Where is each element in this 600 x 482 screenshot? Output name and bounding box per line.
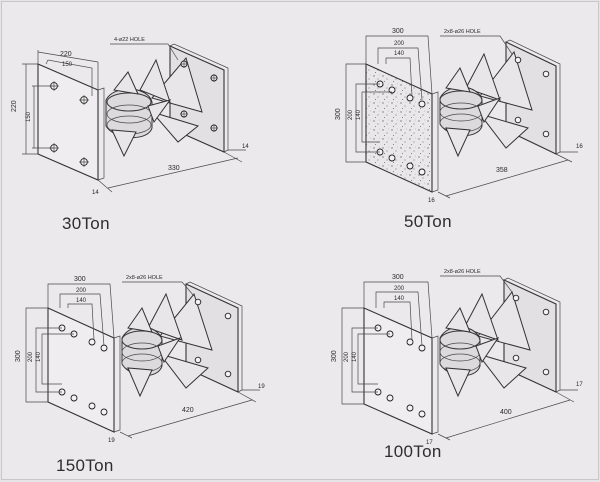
head-rib (127, 367, 153, 398)
panel-100ton: 300 200 140 300 200 140 400 17 17 2x8-ø2… (300, 242, 598, 479)
panel-50ton: 300 200 140 300 200 140 358 16 16 2x8-ø2… (300, 2, 598, 242)
dim-left-outer: 300 (335, 108, 342, 120)
bollard-drawing-30ton: 220 150 220 150 330 14 14 4-ø22 HOLE (11, 37, 249, 196)
head-rib (445, 306, 471, 333)
dimension-lines (345, 35, 578, 199)
dim-top-inner: 140 (394, 51, 405, 57)
dim-left-inner: 140 (356, 109, 362, 120)
dim-thick-back: 17 (576, 382, 583, 388)
dim-top-inner: 140 (394, 296, 405, 302)
dim-left-outer: 300 (331, 350, 338, 362)
bolt-holes (376, 56, 550, 176)
dim-left-mid: 200 (344, 351, 350, 362)
rib (465, 52, 501, 101)
bolt-holes (49, 60, 218, 167)
rib (147, 292, 183, 341)
capacity-caption-100ton: 100Ton (384, 442, 442, 461)
dim-thick-front: 19 (108, 438, 115, 444)
dimension-lines (341, 275, 578, 441)
rib (476, 353, 527, 389)
dim-top-inner: 150 (62, 62, 73, 68)
dim-length: 400 (500, 409, 512, 416)
dim-left-inner: 140 (352, 351, 358, 362)
dim-top-inner: 140 (76, 298, 87, 304)
dim-left-mid: 200 (348, 109, 354, 120)
head-rib (475, 337, 500, 364)
dim-top-outer: 300 (392, 274, 404, 281)
capacity-caption-150ton: 150Ton (56, 456, 114, 475)
capacity-caption-50ton: 50Ton (404, 212, 452, 231)
hole-note: 2x8-ø26 HOLE (444, 269, 481, 275)
head-rib (147, 99, 172, 124)
dim-thick-front: 14 (92, 190, 99, 196)
panel-30ton: 220 150 220 150 330 14 14 4-ø22 HOLE 30T… (2, 2, 302, 242)
bollard-drawing-50ton: 300 200 140 300 200 140 358 16 16 2x8-ø2… (335, 28, 583, 204)
dim-thick-front: 17 (426, 440, 433, 446)
rib (150, 111, 200, 143)
rib (463, 292, 499, 341)
head-rib (157, 337, 182, 364)
dim-thick-back: 16 (576, 144, 583, 150)
dimension-labels: 300 200 140 300 200 140 400 17 17 2x8-ø2… (331, 269, 583, 446)
dim-thick-back: 14 (242, 144, 249, 150)
dim-top-outer: 300 (392, 28, 404, 35)
dim-left-inner: 150 (26, 111, 32, 122)
dimension-labels: 220 150 220 150 330 14 14 4-ø22 HOLE (11, 37, 249, 196)
head-rib (445, 127, 471, 158)
dim-length: 420 (182, 407, 194, 414)
dim-thick-back: 19 (258, 384, 265, 390)
capacity-caption-30ton: 30Ton (62, 214, 110, 233)
dim-top-mid: 200 (394, 286, 405, 292)
dim-left-outer: 300 (15, 350, 22, 362)
dimension-lines (22, 43, 246, 193)
dimension-labels: 300 200 140 300 200 140 358 16 16 2x8-ø2… (335, 28, 583, 204)
dim-top-outer: 300 (74, 276, 86, 283)
dim-top-mid: 200 (76, 288, 87, 294)
hole-note: 2x8-ø26 HOLE (444, 29, 481, 35)
panel-150ton: 300 200 140 300 200 140 420 19 19 2x8-ø2… (2, 242, 302, 479)
dim-thick-front: 16 (428, 198, 435, 204)
head-rib (445, 66, 471, 93)
dimension-labels: 300 200 140 300 200 140 420 19 19 2x8-ø2… (15, 275, 265, 444)
dim-length: 330 (168, 165, 180, 172)
head-rib (111, 129, 137, 158)
head-rib (127, 306, 153, 333)
dim-left-mid: 200 (28, 351, 34, 362)
rib (139, 58, 171, 103)
dim-top-outer: 220 (60, 51, 72, 58)
head-rib (113, 71, 139, 95)
hole-note: 4-ø22 HOLE (114, 37, 145, 43)
dim-top-mid: 200 (394, 41, 405, 47)
rib (158, 353, 209, 389)
head-rib (445, 367, 471, 398)
bollard-drawing-100ton: 300 200 140 300 200 140 400 17 17 2x8-ø2… (331, 269, 583, 446)
rib (478, 113, 529, 149)
head-rib (477, 97, 502, 124)
hole-note: 2x8-ø26 HOLE (126, 275, 163, 281)
base-plate (37, 63, 99, 181)
dim-left-outer: 220 (11, 100, 18, 112)
dim-left-inner: 140 (36, 351, 42, 362)
bollard-drawing-150ton: 300 200 140 300 200 140 420 19 19 2x8-ø2… (15, 275, 265, 444)
dimension-lines (25, 281, 260, 439)
dim-length: 358 (496, 167, 508, 174)
